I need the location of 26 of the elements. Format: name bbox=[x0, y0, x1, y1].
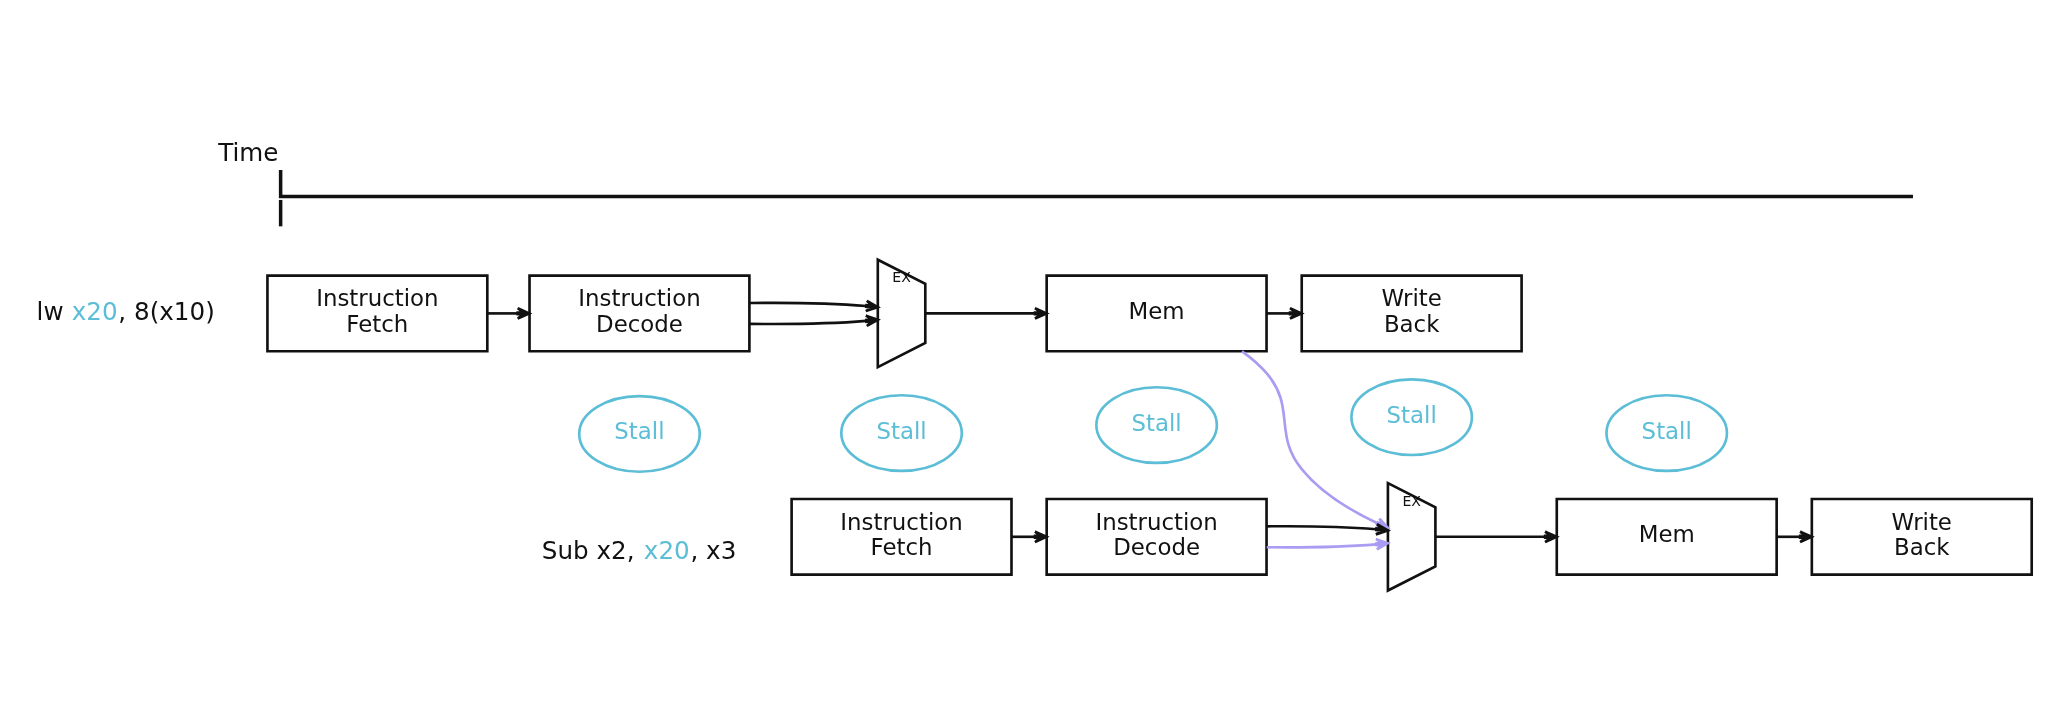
node-box: Instruction Decode bbox=[1045, 497, 1268, 576]
arrow bbox=[487, 306, 531, 320]
label: Sub x2, x20, x3 bbox=[541, 535, 737, 565]
arrow bbox=[1776, 529, 1813, 543]
node-ellipse: Stall bbox=[577, 394, 702, 473]
arrow bbox=[749, 299, 880, 312]
arrow bbox=[1266, 522, 1390, 536]
node-box: Write Back bbox=[1810, 497, 2033, 576]
label: Time bbox=[218, 137, 279, 167]
arrow bbox=[1011, 529, 1048, 543]
node-box: Instruction Fetch bbox=[790, 497, 1013, 576]
arrow bbox=[1435, 529, 1558, 543]
node-ellipse: Stall bbox=[1095, 385, 1219, 464]
node-box: Mem bbox=[1045, 273, 1268, 353]
node-box: Write Back bbox=[1300, 273, 1523, 353]
node-ellipse: Stall bbox=[840, 393, 964, 472]
node-box: Instruction Decode bbox=[528, 273, 751, 353]
node-box: Instruction Fetch bbox=[266, 273, 489, 353]
node-ellipse: Stall bbox=[1605, 393, 1729, 472]
arrow bbox=[925, 306, 1048, 320]
label: lw x20, 8(x10) bbox=[36, 296, 215, 326]
arrow bbox=[749, 313, 880, 327]
arrow bbox=[1266, 306, 1303, 320]
arrow bbox=[1266, 537, 1390, 551]
node-box: Mem bbox=[1555, 497, 1778, 576]
node-ellipse: Stall bbox=[1350, 377, 1474, 456]
